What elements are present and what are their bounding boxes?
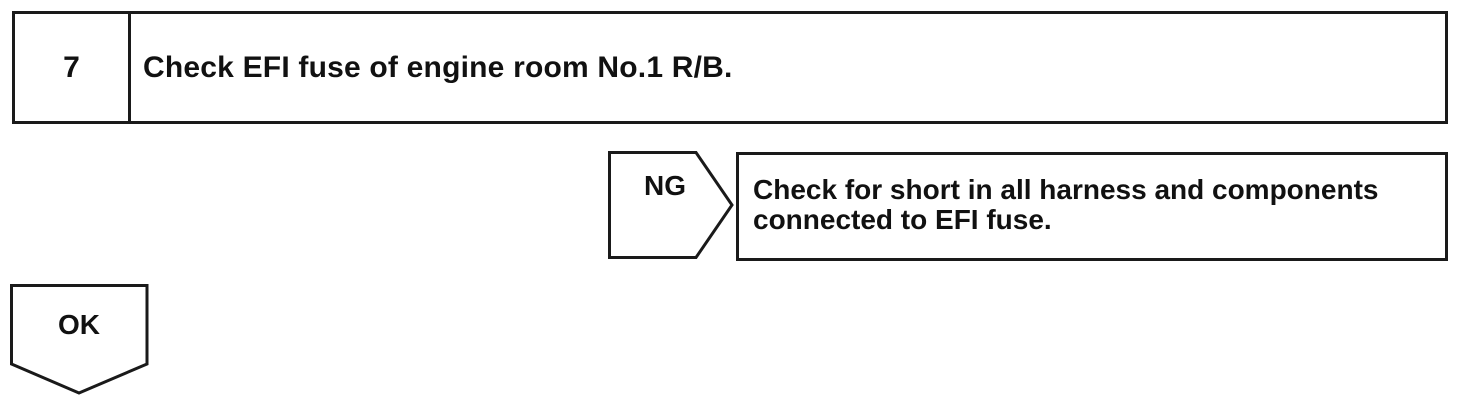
step-title: Check EFI fuse of engine room No.1 R/B. (143, 50, 733, 84)
ok-label: OK (58, 309, 100, 340)
ng-action-box: Check for short in all harness and compo… (736, 152, 1448, 261)
step-box: 7 Check EFI fuse of engine room No.1 R/B… (12, 11, 1448, 124)
ok-arrow-shape (10, 284, 149, 395)
ng-action-text: Check for short in all harness and compo… (753, 175, 1437, 235)
ng-arrow-shape (608, 151, 734, 259)
step-number: 7 (15, 14, 131, 121)
ng-label: NG (644, 170, 686, 201)
ng-action-line-2: connected to EFI fuse. (753, 204, 1052, 235)
ng-action-line-1: Check for short in all harness and compo… (753, 174, 1379, 205)
